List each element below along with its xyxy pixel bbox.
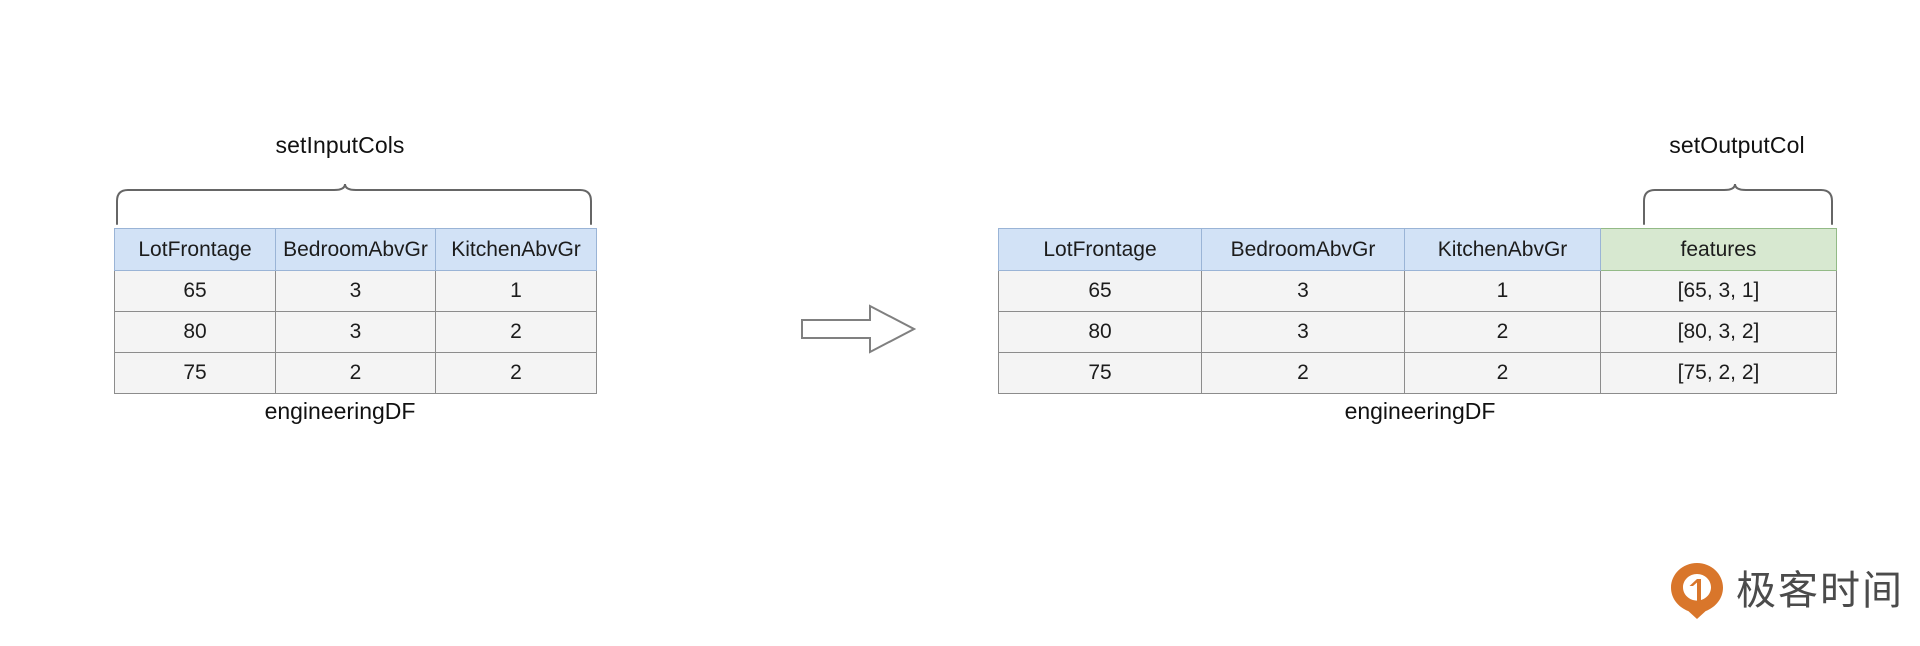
table-row: 65 3 1	[114, 270, 597, 312]
cell-bedroomabvgr: 2	[1201, 352, 1405, 394]
column-header-bedroomabvgr: BedroomAbvGr	[1201, 228, 1405, 271]
cell-kitchenabvgr: 1	[1404, 270, 1601, 312]
column-header-kitchenabvgr: KitchenAbvGr	[1404, 228, 1601, 271]
cell-features: [65, 3, 1]	[1600, 270, 1837, 312]
table-row: 65 3 1 [65, 3, 1]	[998, 270, 1837, 312]
table-header-row: LotFrontage BedroomAbvGr KitchenAbvGr fe…	[998, 228, 1837, 271]
table-row: 75 2 2	[114, 352, 597, 394]
cell-lotfrontage: 65	[114, 270, 276, 312]
set-input-cols-label: setInputCols	[275, 132, 405, 158]
set-output-col-brace-icon	[1643, 183, 1833, 225]
left-dataframe-caption: engineeringDF	[264, 398, 416, 424]
geektime-logo-icon	[1671, 563, 1723, 619]
cell-lotfrontage: 80	[114, 311, 276, 353]
column-header-lotfrontage: LotFrontage	[114, 228, 276, 271]
table-row: 75 2 2 [75, 2, 2]	[998, 352, 1837, 394]
cell-kitchenabvgr: 2	[1404, 311, 1601, 353]
watermark-text: 极客时间	[1736, 568, 1904, 614]
table-header-row: LotFrontage BedroomAbvGr KitchenAbvGr	[114, 228, 597, 271]
cell-kitchenabvgr: 2	[435, 311, 597, 353]
cell-lotfrontage: 65	[998, 270, 1202, 312]
cell-kitchenabvgr: 2	[1404, 352, 1601, 394]
cell-bedroomabvgr: 3	[275, 311, 436, 353]
cell-kitchenabvgr: 2	[435, 352, 597, 394]
right-block-arrow-icon	[801, 304, 916, 354]
column-header-lotfrontage: LotFrontage	[998, 228, 1202, 271]
cell-bedroomabvgr: 3	[1201, 311, 1405, 353]
column-header-features: features	[1600, 228, 1837, 271]
cell-features: [75, 2, 2]	[1600, 352, 1837, 394]
set-output-col-label: setOutputCol	[1669, 132, 1805, 158]
table-row: 80 3 2	[114, 311, 597, 353]
watermark: 极客时间	[1668, 560, 1904, 622]
column-header-bedroomabvgr: BedroomAbvGr	[275, 228, 436, 271]
table-row: 80 3 2 [80, 3, 2]	[998, 311, 1837, 353]
column-header-kitchenabvgr: KitchenAbvGr	[435, 228, 597, 271]
cell-bedroomabvgr: 3	[1201, 270, 1405, 312]
cell-bedroomabvgr: 3	[275, 270, 436, 312]
cell-lotfrontage: 75	[114, 352, 276, 394]
set-input-cols-brace-icon	[116, 183, 592, 225]
cell-lotfrontage: 75	[998, 352, 1202, 394]
cell-bedroomabvgr: 2	[275, 352, 436, 394]
cell-lotfrontage: 80	[998, 311, 1202, 353]
cell-kitchenabvgr: 1	[435, 270, 597, 312]
cell-features: [80, 3, 2]	[1600, 311, 1837, 353]
output-dataframe-table: LotFrontage BedroomAbvGr KitchenAbvGr fe…	[998, 228, 1837, 394]
right-dataframe-caption: engineeringDF	[1344, 398, 1496, 424]
input-dataframe-table: LotFrontage BedroomAbvGr KitchenAbvGr 65…	[114, 228, 597, 394]
